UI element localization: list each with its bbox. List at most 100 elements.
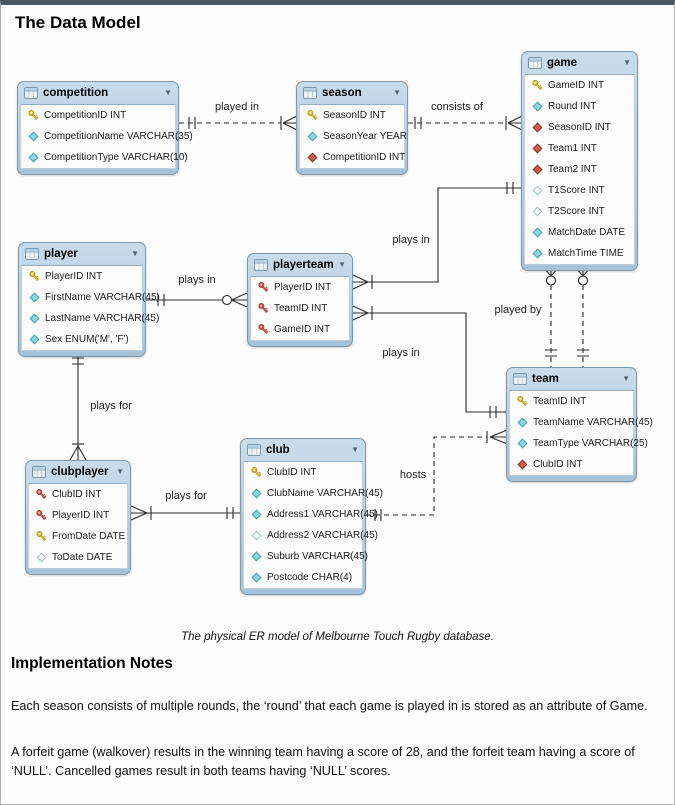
attribute-icon bbox=[530, 101, 545, 112]
collapse-caret-icon: ▼ bbox=[116, 467, 124, 476]
primary-key-icon bbox=[27, 270, 42, 283]
foreign-primary-key-icon bbox=[34, 488, 49, 501]
field-row: ClubID INT bbox=[244, 462, 362, 483]
field-text: Postcode CHAR(4) bbox=[267, 572, 353, 583]
entity-name: competition bbox=[43, 87, 109, 99]
attribute-icon bbox=[27, 313, 42, 324]
field-row: LastName VARCHAR(45) bbox=[22, 308, 159, 329]
field-row: Team2 INT bbox=[525, 159, 634, 180]
field-row: GameID INT bbox=[525, 75, 634, 96]
entity-fields: ClubID INT PlayerID INT FromDate DATE ToDat… bbox=[28, 483, 128, 569]
field-row: T2Score INT bbox=[525, 201, 634, 222]
entity-fields: PlayerID INT TeamID INT GameID INT bbox=[250, 276, 350, 341]
entity-header: clubplayer ▼ bbox=[26, 461, 130, 483]
field-text: ClubName VARCHAR(45) bbox=[267, 488, 383, 499]
field-row: PlayerID INT bbox=[22, 266, 142, 287]
foreign-key-icon bbox=[530, 122, 545, 133]
foreign-primary-key-icon bbox=[34, 509, 49, 522]
table-icon bbox=[303, 87, 317, 99]
line-playerteam-team bbox=[352, 305, 506, 418]
field-row: Suburb VARCHAR(45) bbox=[244, 546, 368, 567]
line-game-team-2 bbox=[574, 266, 592, 367]
field-text: PlayerID INT bbox=[45, 271, 103, 282]
field-text: LastName VARCHAR(45) bbox=[45, 313, 160, 324]
field-text: SeasonID INT bbox=[323, 110, 386, 121]
field-text: PlayerID INT bbox=[274, 282, 332, 293]
field-row: T1Score INT bbox=[525, 180, 634, 201]
line-competition-season bbox=[179, 116, 297, 130]
field-row: SeasonYear YEAR bbox=[300, 126, 407, 147]
notes-heading: Implementation Notes bbox=[11, 655, 173, 672]
attribute-icon bbox=[530, 248, 545, 259]
collapse-caret-icon: ▼ bbox=[623, 58, 631, 67]
field-row: Postcode CHAR(4) bbox=[244, 567, 362, 588]
field-row: TeamID INT bbox=[251, 298, 349, 319]
field-row: SeasonID INT bbox=[300, 105, 404, 126]
field-text: Address1 VARCHAR(45) bbox=[267, 509, 378, 520]
entity-fields: PlayerID INT FirstName VARCHAR(45) LastNam… bbox=[21, 265, 160, 351]
attribute-icon bbox=[27, 334, 42, 345]
field-text: Address2 VARCHAR(45) bbox=[267, 530, 378, 541]
field-text: T1Score INT bbox=[548, 185, 605, 196]
attribute-icon bbox=[249, 509, 264, 520]
field-text: TeamType VARCHAR(25) bbox=[533, 438, 648, 449]
field-text: GameID INT bbox=[548, 80, 605, 91]
field-text: SeasonYear YEAR bbox=[323, 131, 407, 142]
field-row: Round INT bbox=[525, 96, 634, 117]
collapse-caret-icon: ▼ bbox=[164, 88, 172, 97]
entity-name: clubplayer bbox=[51, 466, 109, 478]
field-row: TeamName VARCHAR(45) bbox=[510, 412, 653, 433]
primary-key-icon bbox=[530, 79, 545, 92]
field-text: CompetitionID INT bbox=[323, 152, 406, 163]
field-text: TeamID INT bbox=[274, 303, 328, 314]
entity-header: competition ▼ bbox=[18, 82, 178, 104]
field-text: CompetitionName VARCHAR(35) bbox=[44, 131, 193, 142]
field-text: FirstName VARCHAR(45) bbox=[45, 292, 160, 303]
entity-fields: SeasonID INT SeasonYear YEAR CompetitionID… bbox=[299, 104, 407, 169]
entity-fields: CompetitionID INT CompetitionName VARCHAR… bbox=[20, 104, 193, 169]
field-text: T2Score INT bbox=[548, 206, 605, 217]
entity-clubplayer: clubplayer ▼ ClubID INT PlayerID INT FromDat… bbox=[25, 460, 131, 575]
field-text: ToDate DATE bbox=[52, 552, 113, 563]
attribute-icon bbox=[26, 152, 41, 163]
entity-season: season▼ SeasonID INT SeasonYear YEAR Compet… bbox=[296, 81, 408, 175]
field-row: Team1 INT bbox=[525, 138, 634, 159]
collapse-caret-icon: ▼ bbox=[338, 260, 346, 269]
nullable-attribute-icon bbox=[34, 552, 49, 563]
primary-key-icon bbox=[249, 466, 264, 479]
primary-key-icon bbox=[34, 530, 49, 543]
relationship-label-played-by: played by bbox=[494, 304, 542, 316]
field-row: PlayerID INT bbox=[29, 505, 127, 526]
table-icon bbox=[513, 373, 527, 385]
entity-fields: TeamID INT TeamName VARCHAR(45) TeamType V… bbox=[509, 390, 653, 476]
attribute-icon bbox=[515, 417, 530, 428]
nullable-attribute-icon bbox=[530, 185, 545, 196]
foreign-key-icon bbox=[515, 459, 530, 470]
relationship-label-plays-in-2: plays in bbox=[392, 234, 430, 246]
field-text: GameID INT bbox=[274, 324, 331, 335]
table-icon bbox=[254, 259, 268, 271]
primary-key-icon bbox=[26, 109, 41, 122]
field-text: TeamID INT bbox=[533, 396, 587, 407]
field-text: FromDate DATE bbox=[52, 531, 126, 542]
field-row: SeasonID INT bbox=[525, 117, 634, 138]
field-row: MatchTime TIME bbox=[525, 243, 634, 264]
collapse-caret-icon: ▼ bbox=[131, 249, 139, 258]
entity-header: season▼ bbox=[297, 82, 407, 104]
page-title: The Data Model bbox=[15, 13, 141, 32]
field-row: ClubID INT bbox=[510, 454, 633, 475]
field-text: PlayerID INT bbox=[52, 510, 110, 521]
table-icon bbox=[247, 444, 261, 456]
entity-name: playerteam bbox=[273, 259, 334, 271]
field-text: CompetitionID INT bbox=[44, 110, 127, 121]
field-row: CompetitionID INT bbox=[21, 105, 175, 126]
field-text: ClubID INT bbox=[52, 489, 102, 500]
field-row: ToDate DATE bbox=[29, 547, 127, 568]
collapse-caret-icon: ▼ bbox=[351, 445, 359, 454]
field-text: MatchDate DATE bbox=[548, 227, 626, 238]
